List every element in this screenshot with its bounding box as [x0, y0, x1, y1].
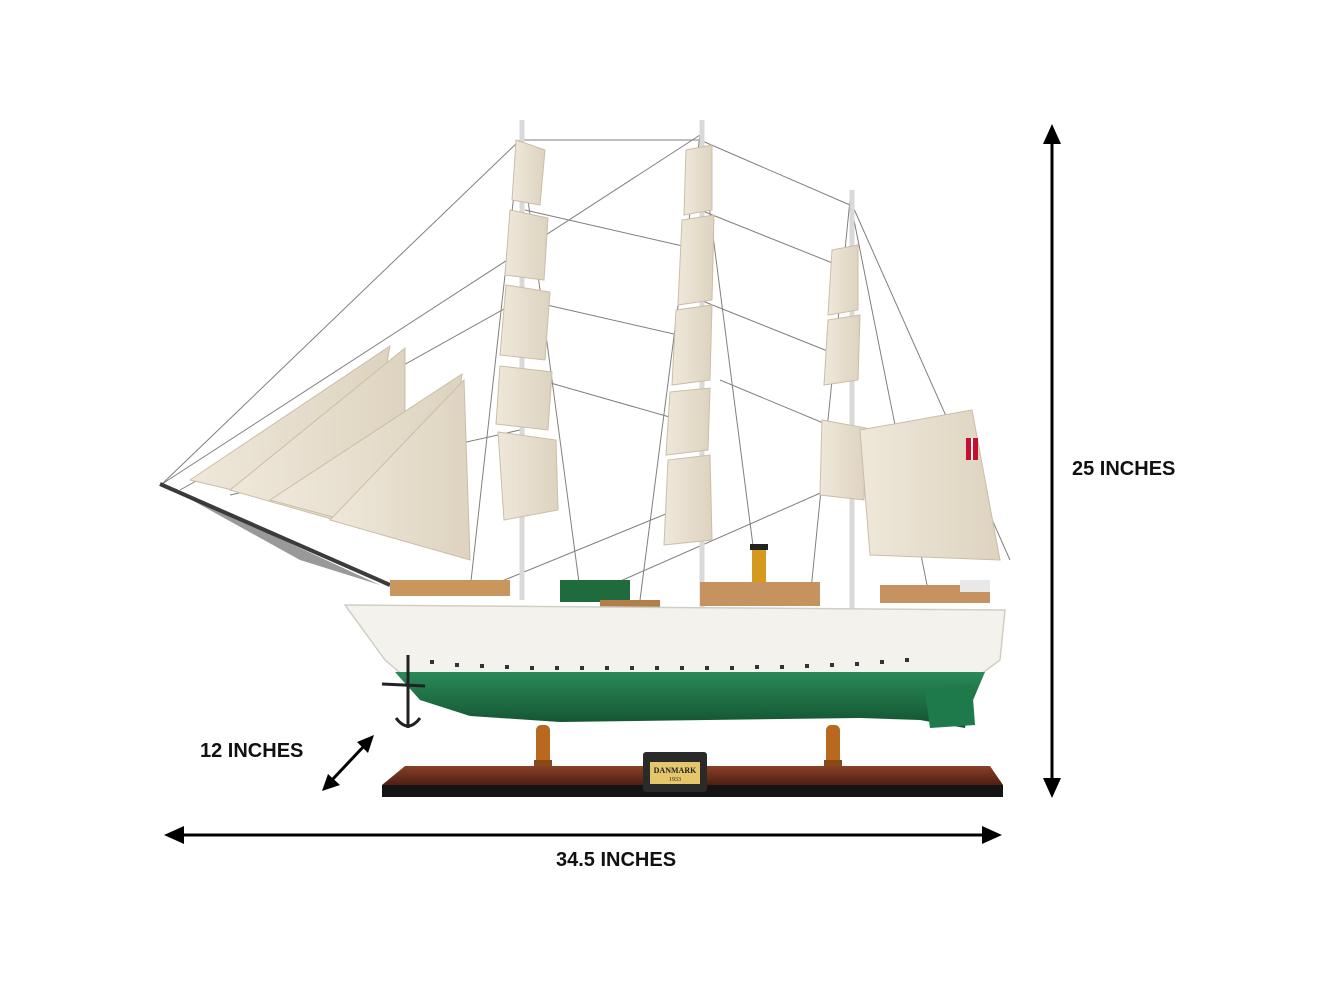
- spanker-sail: [859, 409, 1001, 561]
- jib-sails: [188, 344, 471, 561]
- portholes: [430, 658, 909, 670]
- ship-model: DANMARK 1933: [159, 120, 1011, 797]
- mizzen-mast-sails: [819, 244, 867, 501]
- hull-lower: [395, 672, 985, 728]
- bow-netting: [170, 488, 380, 585]
- bowsprit: [159, 482, 391, 587]
- height-arrow: [1043, 124, 1061, 798]
- height-label: 25 INCHES: [1072, 458, 1176, 480]
- nameplate: DANMARK 1933: [643, 752, 707, 792]
- nameplate-name: DANMARK: [654, 766, 697, 775]
- deck-structures: [390, 580, 990, 620]
- width-label: 34.5 INCHES: [556, 849, 677, 871]
- depth-label: 12 INCHES: [200, 740, 304, 762]
- fore-mast-sails: [495, 139, 559, 521]
- width-arrow: [164, 826, 1002, 844]
- main-mast-sails: [663, 144, 715, 546]
- anchor-icon: [381, 655, 426, 728]
- nameplate-year: 1933: [669, 777, 681, 783]
- depth-arrow: [322, 735, 374, 791]
